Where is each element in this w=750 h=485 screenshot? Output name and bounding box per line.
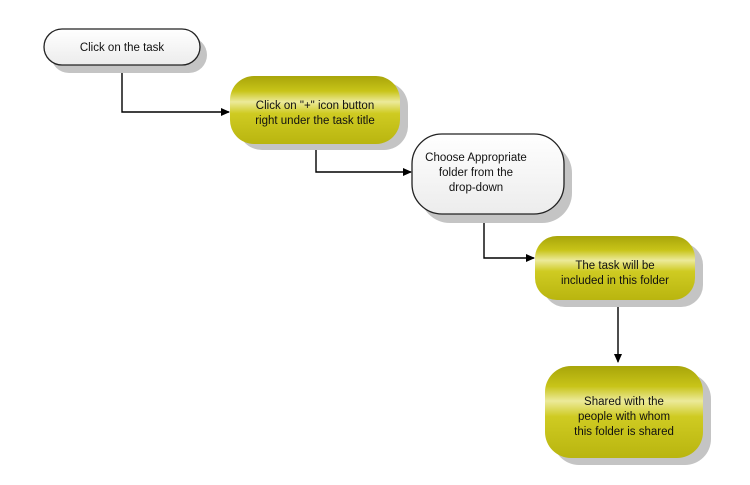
edge-click-plus-to-choose-folder [315,146,412,176]
node-label-choose-folder-line-2: folder from the [439,167,513,179]
node-label-click-plus-line-1: Click on "+" icon button [256,100,374,112]
edge-click-task-to-click-plus [121,64,230,116]
node-label-choose-folder-line-3: drop-down [449,182,503,194]
node-click-plus: Click on "+" icon button right under the… [230,76,408,150]
node-label-task-included-line-1: The task will be [575,260,654,272]
node-click-task: Click on the task [43,28,207,73]
node-label-click-task: Click on the task [80,42,165,54]
node-label-shared-with-line-3: this folder is shared [574,426,674,438]
connectors [121,64,622,363]
node-label-shared-with-line-2: people with whom [578,411,670,423]
node-label-choose-folder-line-1: Choose Appropriate [425,152,527,164]
node-label-click-plus-line-2: right under the task title [255,115,375,127]
node-task-included: The task will be included in this folder [535,236,703,307]
node-label-task-included-line-2: included in this folder [561,275,669,287]
node-shared-with: Shared with the people with whom this fo… [545,366,711,465]
edge-choose-folder-to-task-included [483,212,535,262]
node-label-shared-with-line-1: Shared with the [584,396,664,408]
node-choose-folder: Choose Appropriate folder from the drop-… [411,133,572,223]
